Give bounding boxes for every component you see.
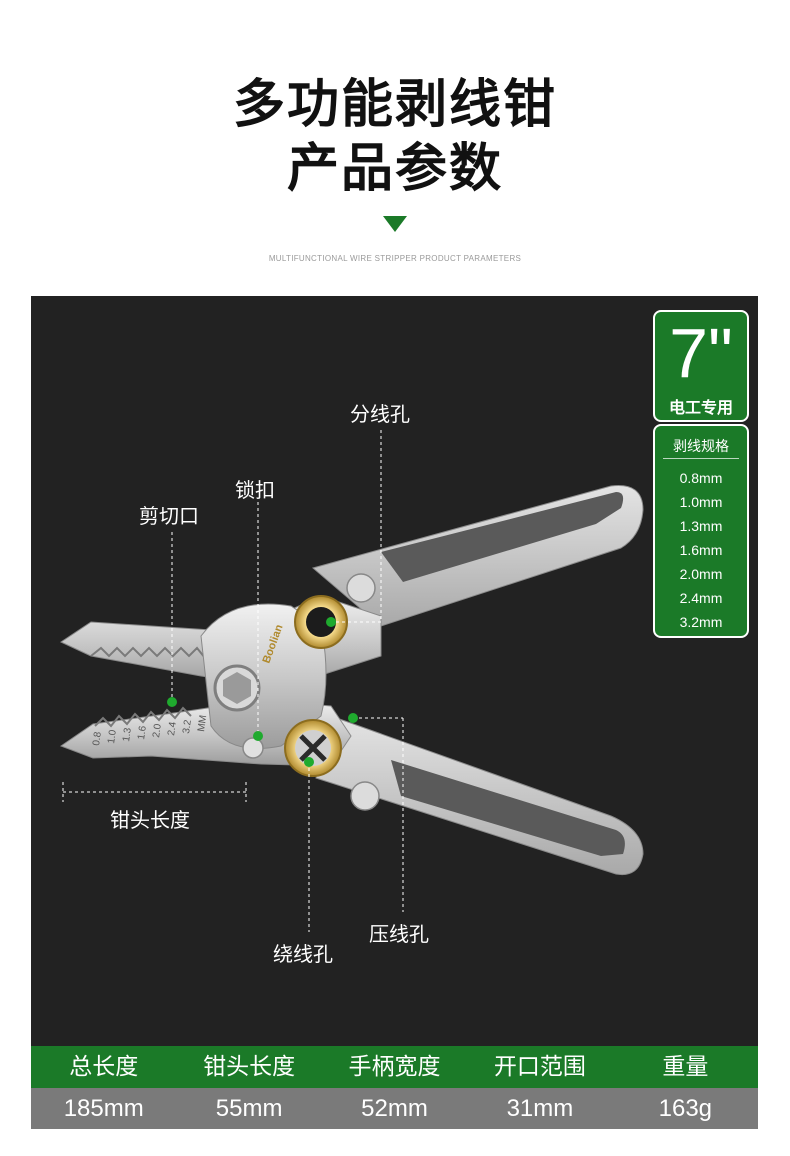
svg-text:0.8: 0.8: [91, 731, 104, 747]
svg-text:1.3: 1.3: [121, 727, 134, 743]
parameter-header-row: 总长度 钳头长度 手柄宽度 开口范围 重量: [31, 1046, 758, 1088]
strip-spec-item: 0.8mm: [679, 470, 723, 486]
header-total-length: 总长度: [69, 1054, 139, 1080]
callout-leaders: [62, 430, 404, 932]
wire-stripper-illustration: Boolian 0.8 1.0 1.3 1.6 2.0 2.4 3.2 MM: [59, 430, 644, 932]
strip-spec-item: 2.4mm: [679, 590, 723, 606]
strip-spec-box: 剥线规格 0.8mm 1.0mm 1.3mm 1.6mm 2.0mm 2.4mm…: [653, 424, 749, 638]
svg-text:MM: MM: [196, 714, 209, 732]
svg-text:1.6: 1.6: [136, 725, 149, 741]
down-triangle-icon: [383, 216, 407, 232]
header-head-length: 钳头长度: [203, 1054, 296, 1080]
strip-spec-item: 2.0mm: [679, 566, 723, 582]
value-head-length: 55mm: [215, 1095, 283, 1122]
header-opening-range: 开口范围: [493, 1054, 586, 1080]
wind-hole: [284, 719, 342, 777]
size-value: 7": [669, 314, 733, 392]
upper-handle: [311, 485, 644, 627]
callout-wind-hole: 绕线孔: [273, 942, 333, 966]
callout-cut-edge: 剪切口: [139, 504, 199, 528]
svg-text:1.0: 1.0: [106, 729, 119, 745]
callout-lock: 锁扣: [235, 478, 275, 502]
lower-handle: [315, 715, 644, 876]
parameter-table: 总长度 钳头长度 手柄宽度 开口范围 重量 185mm 55mm 52mm 31…: [31, 1046, 758, 1129]
header-weight: 重量: [662, 1054, 709, 1080]
svg-text:2.4: 2.4: [166, 721, 179, 737]
value-total-length: 185mm: [63, 1095, 144, 1122]
strip-spec-item: 1.6mm: [679, 542, 723, 558]
rivet-upper: [346, 573, 376, 603]
value-weight: 163g: [658, 1095, 713, 1122]
strip-spec-item: 1.3mm: [679, 518, 723, 534]
size-label: 电工专用: [668, 398, 733, 417]
value-handle-width: 52mm: [361, 1095, 428, 1122]
rivet-lower: [350, 781, 380, 811]
strip-spec-heading: 剥线规格: [673, 439, 729, 455]
callout-head-length: 钳头长度: [110, 808, 190, 832]
lock-button: [242, 737, 264, 759]
strip-spec-divider: [663, 458, 739, 459]
svg-text:2.0: 2.0: [151, 723, 164, 739]
callout-markers: [167, 617, 358, 767]
callout-crimp-hole: 压线孔: [369, 922, 429, 946]
size-badge: 7" 电工专用: [653, 310, 749, 422]
header-handle-width: 手柄宽度: [348, 1054, 441, 1080]
pivot-body: [200, 603, 327, 749]
strip-spec-list: 0.8mm 1.0mm 1.3mm 1.6mm 2.0mm 2.4mm 3.2m…: [655, 466, 747, 634]
page-title-line1: 多功能剥线钳: [232, 75, 557, 135]
split-hole: [294, 595, 348, 649]
strip-spec-item: 1.0mm: [679, 494, 723, 510]
value-opening-range: 31mm: [506, 1095, 574, 1122]
page-subtitle: MULTIFUNCTIONAL WIRE STRIPPER PRODUCT PA…: [268, 254, 522, 263]
page-title-line2: 产品参数: [286, 139, 503, 199]
svg-text:3.2: 3.2: [181, 719, 194, 735]
blade-scale: 0.8 1.0 1.3 1.6 2.0 2.4 3.2 MM: [91, 714, 209, 746]
product-panel: Boolian 0.8 1.0 1.3 1.6 2.0 2.4 3.2 MM: [31, 296, 758, 1046]
callout-split-hole: 分线孔: [350, 402, 410, 426]
parameter-value-row: 185mm 55mm 52mm 31mm 163g: [31, 1088, 758, 1129]
strip-spec-item: 3.2mm: [679, 614, 723, 630]
